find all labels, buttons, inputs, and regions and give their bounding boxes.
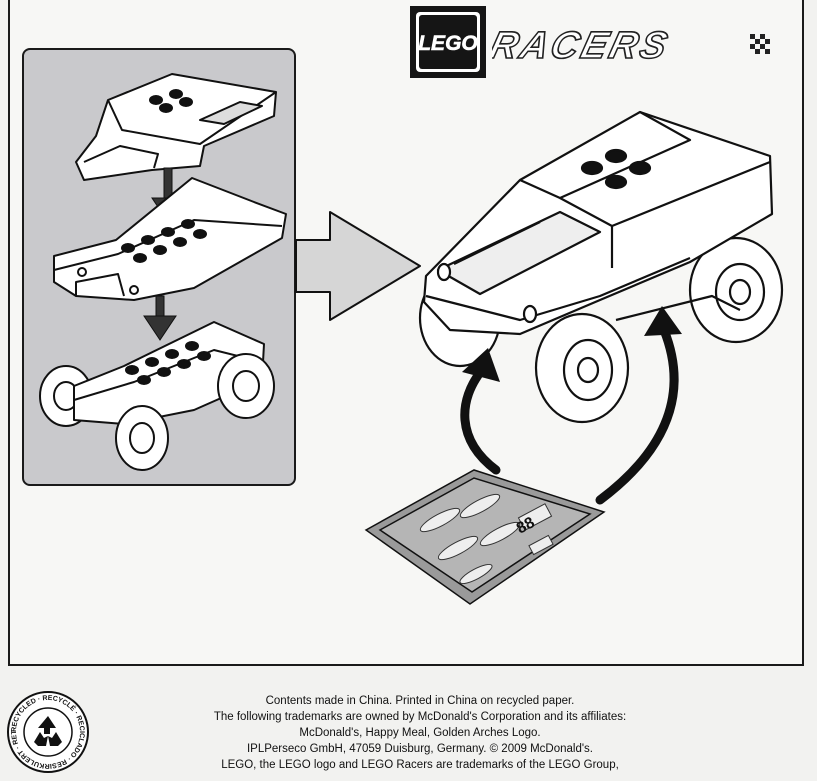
recycle-icon — [34, 716, 62, 746]
lego-logo: LEGO — [410, 6, 486, 78]
arrow-up-icon — [644, 306, 682, 336]
footer-line: IPLPerseco GmbH, 47059 Duisburg, Germany… — [246, 743, 594, 755]
footer-legal-text: Contents made in China. Printed in China… — [120, 693, 720, 773]
footer-line: Contents made in China. Printed in China… — [265, 695, 575, 707]
arrow-down-icon — [143, 295, 177, 341]
racers-wordmark: RACERS — [485, 24, 792, 71]
footer-line: LEGO, the LEGO logo and LEGO Racers are … — [221, 759, 619, 771]
lego-logo-text: LEGO — [418, 32, 478, 55]
racers-wordmark-text: RACERS — [492, 25, 674, 66]
arrow-up-icon — [462, 348, 500, 382]
chassis-plate-piece — [53, 177, 287, 301]
body-top-piece — [75, 73, 277, 181]
sticker-sheet: 88 — [364, 469, 606, 605]
footer-line: McDonald's, Happy Meal, Golden Arches Lo… — [299, 727, 541, 739]
chassis-wheels-piece — [39, 321, 275, 471]
footer-line: The following trademarks are owned by Mc… — [213, 711, 627, 723]
svg-text:88: 88 — [514, 514, 538, 537]
completed-monster-truck — [418, 110, 784, 424]
recycled-paper-seal: RECYCLED · RECYCLÉ · RECICLADO · RESIRKU… — [2, 683, 92, 781]
arrow-up-icon — [460, 365, 501, 475]
assembly-steps-panel — [22, 48, 296, 486]
arrow-up-icon — [595, 325, 679, 505]
arrow-right-icon — [295, 211, 421, 321]
checkered-flag-icon — [750, 34, 770, 54]
assembled-illustration: 88 — [295, 110, 784, 605]
